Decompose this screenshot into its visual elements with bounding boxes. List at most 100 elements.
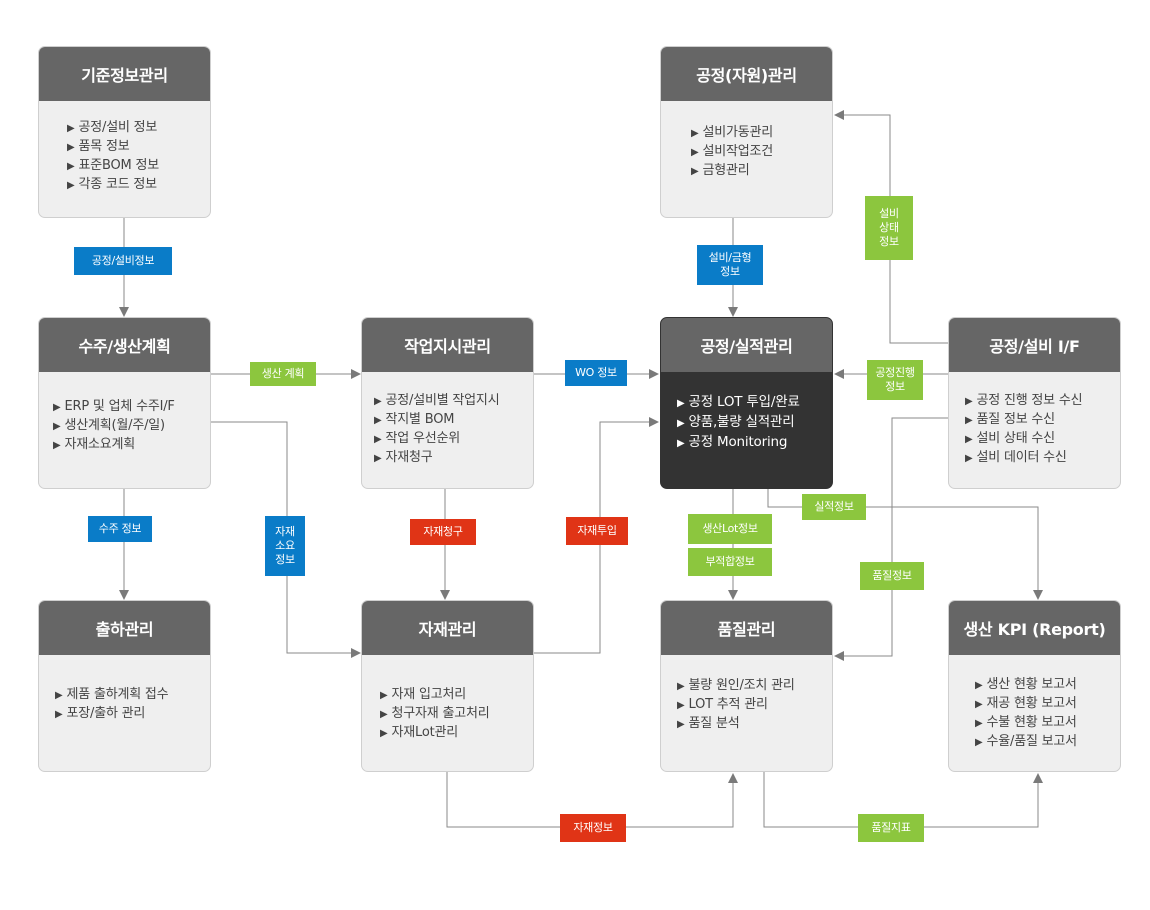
list-item: ▶설비작업조건 (691, 143, 773, 162)
list-item-text: 불량 원인/조치 관리 (688, 678, 795, 693)
list-item-text: 작지별 BOM (385, 412, 455, 427)
box-equipment-if: 공정/설비 I/F ▶공정 진행 정보 수신▶품질 정보 수신▶설비 상태 수신… (948, 317, 1121, 489)
list-item-text: 각종 코드 정보 (78, 177, 158, 192)
list-item: ▶설비 상태 수신 (965, 430, 1082, 449)
bullet-arrow-icon: ▶ (53, 421, 61, 432)
tag-production-plan: 생산 계획 (250, 362, 316, 386)
box-title: 기준정보관리 (39, 47, 210, 101)
item-list: ▶불량 원인/조치 관리▶LOT 추적 관리▶품질 분석 (677, 677, 795, 734)
list-item: ▶자재Lot관리 (380, 724, 490, 743)
list-item: ▶자재청구 (374, 449, 499, 468)
list-item: ▶ERP 및 업체 수주I/F (53, 398, 175, 417)
list-item: ▶생산 현황 보고서 (975, 676, 1077, 695)
item-list: ▶제품 출하계획 접수▶포장/출하 관리 (55, 686, 169, 724)
bullet-arrow-icon: ▶ (53, 440, 61, 451)
list-item: ▶자재 입고처리 (380, 686, 490, 705)
bullet-arrow-icon: ▶ (55, 690, 63, 701)
list-item: ▶공정/설비별 작업지시 (374, 392, 500, 411)
list-item: ▶공정/설비 정보 (67, 119, 159, 138)
box-title: 자재관리 (362, 601, 533, 655)
list-item-text: 자재 입고처리 (391, 687, 467, 702)
tag-equipment-mold-info: 설비/금형 정보 (697, 245, 763, 285)
list-item: ▶작업 우선순위 (374, 430, 499, 449)
list-item-text: 제품 출하계획 접수 (66, 687, 169, 702)
bullet-arrow-icon: ▶ (374, 396, 382, 407)
box-title: 수주/생산계획 (39, 318, 210, 372)
box-quality: 품질관리 ▶불량 원인/조치 관리▶LOT 추적 관리▶품질 분석 (660, 600, 833, 772)
list-item: ▶품질 정보 수신 (965, 411, 1082, 430)
list-item: ▶LOT 추적 관리 (677, 696, 795, 715)
box-shipping: 출하관리 ▶제품 출하계획 접수▶포장/출하 관리 (38, 600, 211, 772)
box-title: 공정(자원)관리 (661, 47, 832, 101)
tag-material-input: 자재투입 (566, 517, 628, 545)
tag-order-info: 수주 정보 (88, 516, 152, 542)
item-list: ▶ERP 및 업체 수주I/F▶생산계획(월/주/일)▶자재소요계획 (53, 398, 175, 455)
bullet-arrow-icon: ▶ (677, 398, 685, 409)
list-item: ▶수율/품질 보고서 (975, 733, 1077, 752)
list-item: ▶공정 LOT 투입/완료 (677, 393, 800, 413)
list-item: ▶설비 데이터 수신 (965, 449, 1082, 468)
list-item-text: 생산계획(월/주/일) (64, 418, 166, 433)
box-title: 공정/실적관리 (661, 318, 832, 372)
box-title: 출하관리 (39, 601, 210, 655)
tag-process-equipment-info: 공정/설비정보 (74, 247, 172, 275)
list-item-text: 품질 분석 (688, 716, 740, 731)
list-item: ▶작지별 BOM (374, 411, 499, 430)
list-item-text: 설비 상태 수신 (976, 431, 1056, 446)
bullet-arrow-icon: ▶ (975, 699, 983, 710)
item-list: ▶설비가동관리▶설비작업조건▶금형관리 (691, 124, 773, 181)
bullet-arrow-icon: ▶ (975, 718, 983, 729)
list-item: ▶포장/출하 관리 (55, 705, 168, 724)
tag-quality-index: 품질지표 (858, 814, 924, 842)
list-item: ▶품목 정보 (67, 138, 159, 157)
bullet-arrow-icon: ▶ (374, 415, 382, 426)
bullet-arrow-icon: ▶ (380, 728, 388, 739)
box-work-order: 작업지시관리 ▶공정/설비별 작업지시▶작지별 BOM▶작업 우선순위▶자재청구 (361, 317, 534, 489)
list-item: ▶수불 현황 보고서 (975, 714, 1077, 733)
list-item-text: 품목 정보 (78, 139, 130, 154)
box-production-kpi: 생산 KPI (Report) ▶생산 현황 보고서▶재공 현황 보고서▶수불 … (948, 600, 1121, 772)
tag-equipment-status-info: 설비 상태 정보 (865, 196, 913, 260)
box-title: 공정/설비 I/F (949, 318, 1120, 372)
box-master-data: 기준정보관리 ▶공정/설비 정보▶품목 정보▶표준BOM 정보▶각종 코드 정보 (38, 46, 211, 218)
bullet-arrow-icon: ▶ (691, 166, 699, 177)
list-item: ▶제품 출하계획 접수 (55, 686, 169, 705)
bullet-arrow-icon: ▶ (677, 700, 685, 711)
list-item-text: 공정/설비 정보 (78, 120, 158, 135)
tag-material-usage-info: 자재 소요 정보 (265, 516, 305, 576)
bullet-arrow-icon: ▶ (965, 434, 973, 445)
bullet-arrow-icon: ▶ (965, 415, 973, 426)
bullet-arrow-icon: ▶ (691, 147, 699, 158)
bullet-arrow-icon: ▶ (67, 123, 75, 134)
list-item-text: 표준BOM 정보 (78, 158, 160, 173)
item-list: ▶공정/설비 정보▶품목 정보▶표준BOM 정보▶각종 코드 정보 (67, 119, 159, 195)
bullet-arrow-icon: ▶ (380, 690, 388, 701)
list-item-text: 공정 Monitoring (688, 434, 788, 450)
list-item-text: ERP 및 업체 수주I/F (64, 399, 175, 414)
tag-nonconformity-info: 부적합정보 (688, 548, 772, 576)
list-item: ▶공정 Monitoring (677, 433, 800, 453)
list-item: ▶설비가동관리 (691, 124, 773, 143)
bullet-arrow-icon: ▶ (965, 453, 973, 464)
list-item: ▶금형관리 (691, 162, 773, 181)
list-item: ▶생산계획(월/주/일) (53, 417, 175, 436)
tag-material-request: 자재청구 (410, 519, 476, 545)
bullet-arrow-icon: ▶ (677, 719, 685, 730)
list-item-text: 자재소요계획 (64, 437, 136, 452)
list-item: ▶표준BOM 정보 (67, 157, 159, 176)
box-material: 자재관리 ▶자재 입고처리▶청구자재 출고처리▶자재Lot관리 (361, 600, 534, 772)
bullet-arrow-icon: ▶ (67, 180, 75, 191)
list-item-text: 공정 진행 정보 수신 (976, 393, 1083, 408)
item-list: ▶자재 입고처리▶청구자재 출고처리▶자재Lot관리 (380, 686, 490, 743)
item-list: ▶공정/설비별 작업지시▶작지별 BOM▶작업 우선순위▶자재청구 (374, 392, 500, 468)
box-resource-management: 공정(자원)관리 ▶설비가동관리▶설비작업조건▶금형관리 (660, 46, 833, 218)
box-process-results: 공정/실적관리 ▶공정 LOT 투입/완료▶양품,불량 실적관리▶공정 Moni… (660, 317, 833, 489)
bullet-arrow-icon: ▶ (677, 418, 685, 429)
bullet-arrow-icon: ▶ (965, 396, 973, 407)
list-item-text: 설비가동관리 (702, 125, 774, 140)
list-item-text: 청구자재 출고처리 (391, 706, 490, 721)
list-item-text: 포장/출하 관리 (66, 706, 146, 721)
item-list: ▶생산 현황 보고서▶재공 현황 보고서▶수불 현황 보고서▶수율/품질 보고서 (975, 676, 1077, 752)
list-item-text: 작업 우선순위 (385, 431, 461, 446)
tag-production-lot-info: 생산Lot정보 (688, 514, 772, 544)
